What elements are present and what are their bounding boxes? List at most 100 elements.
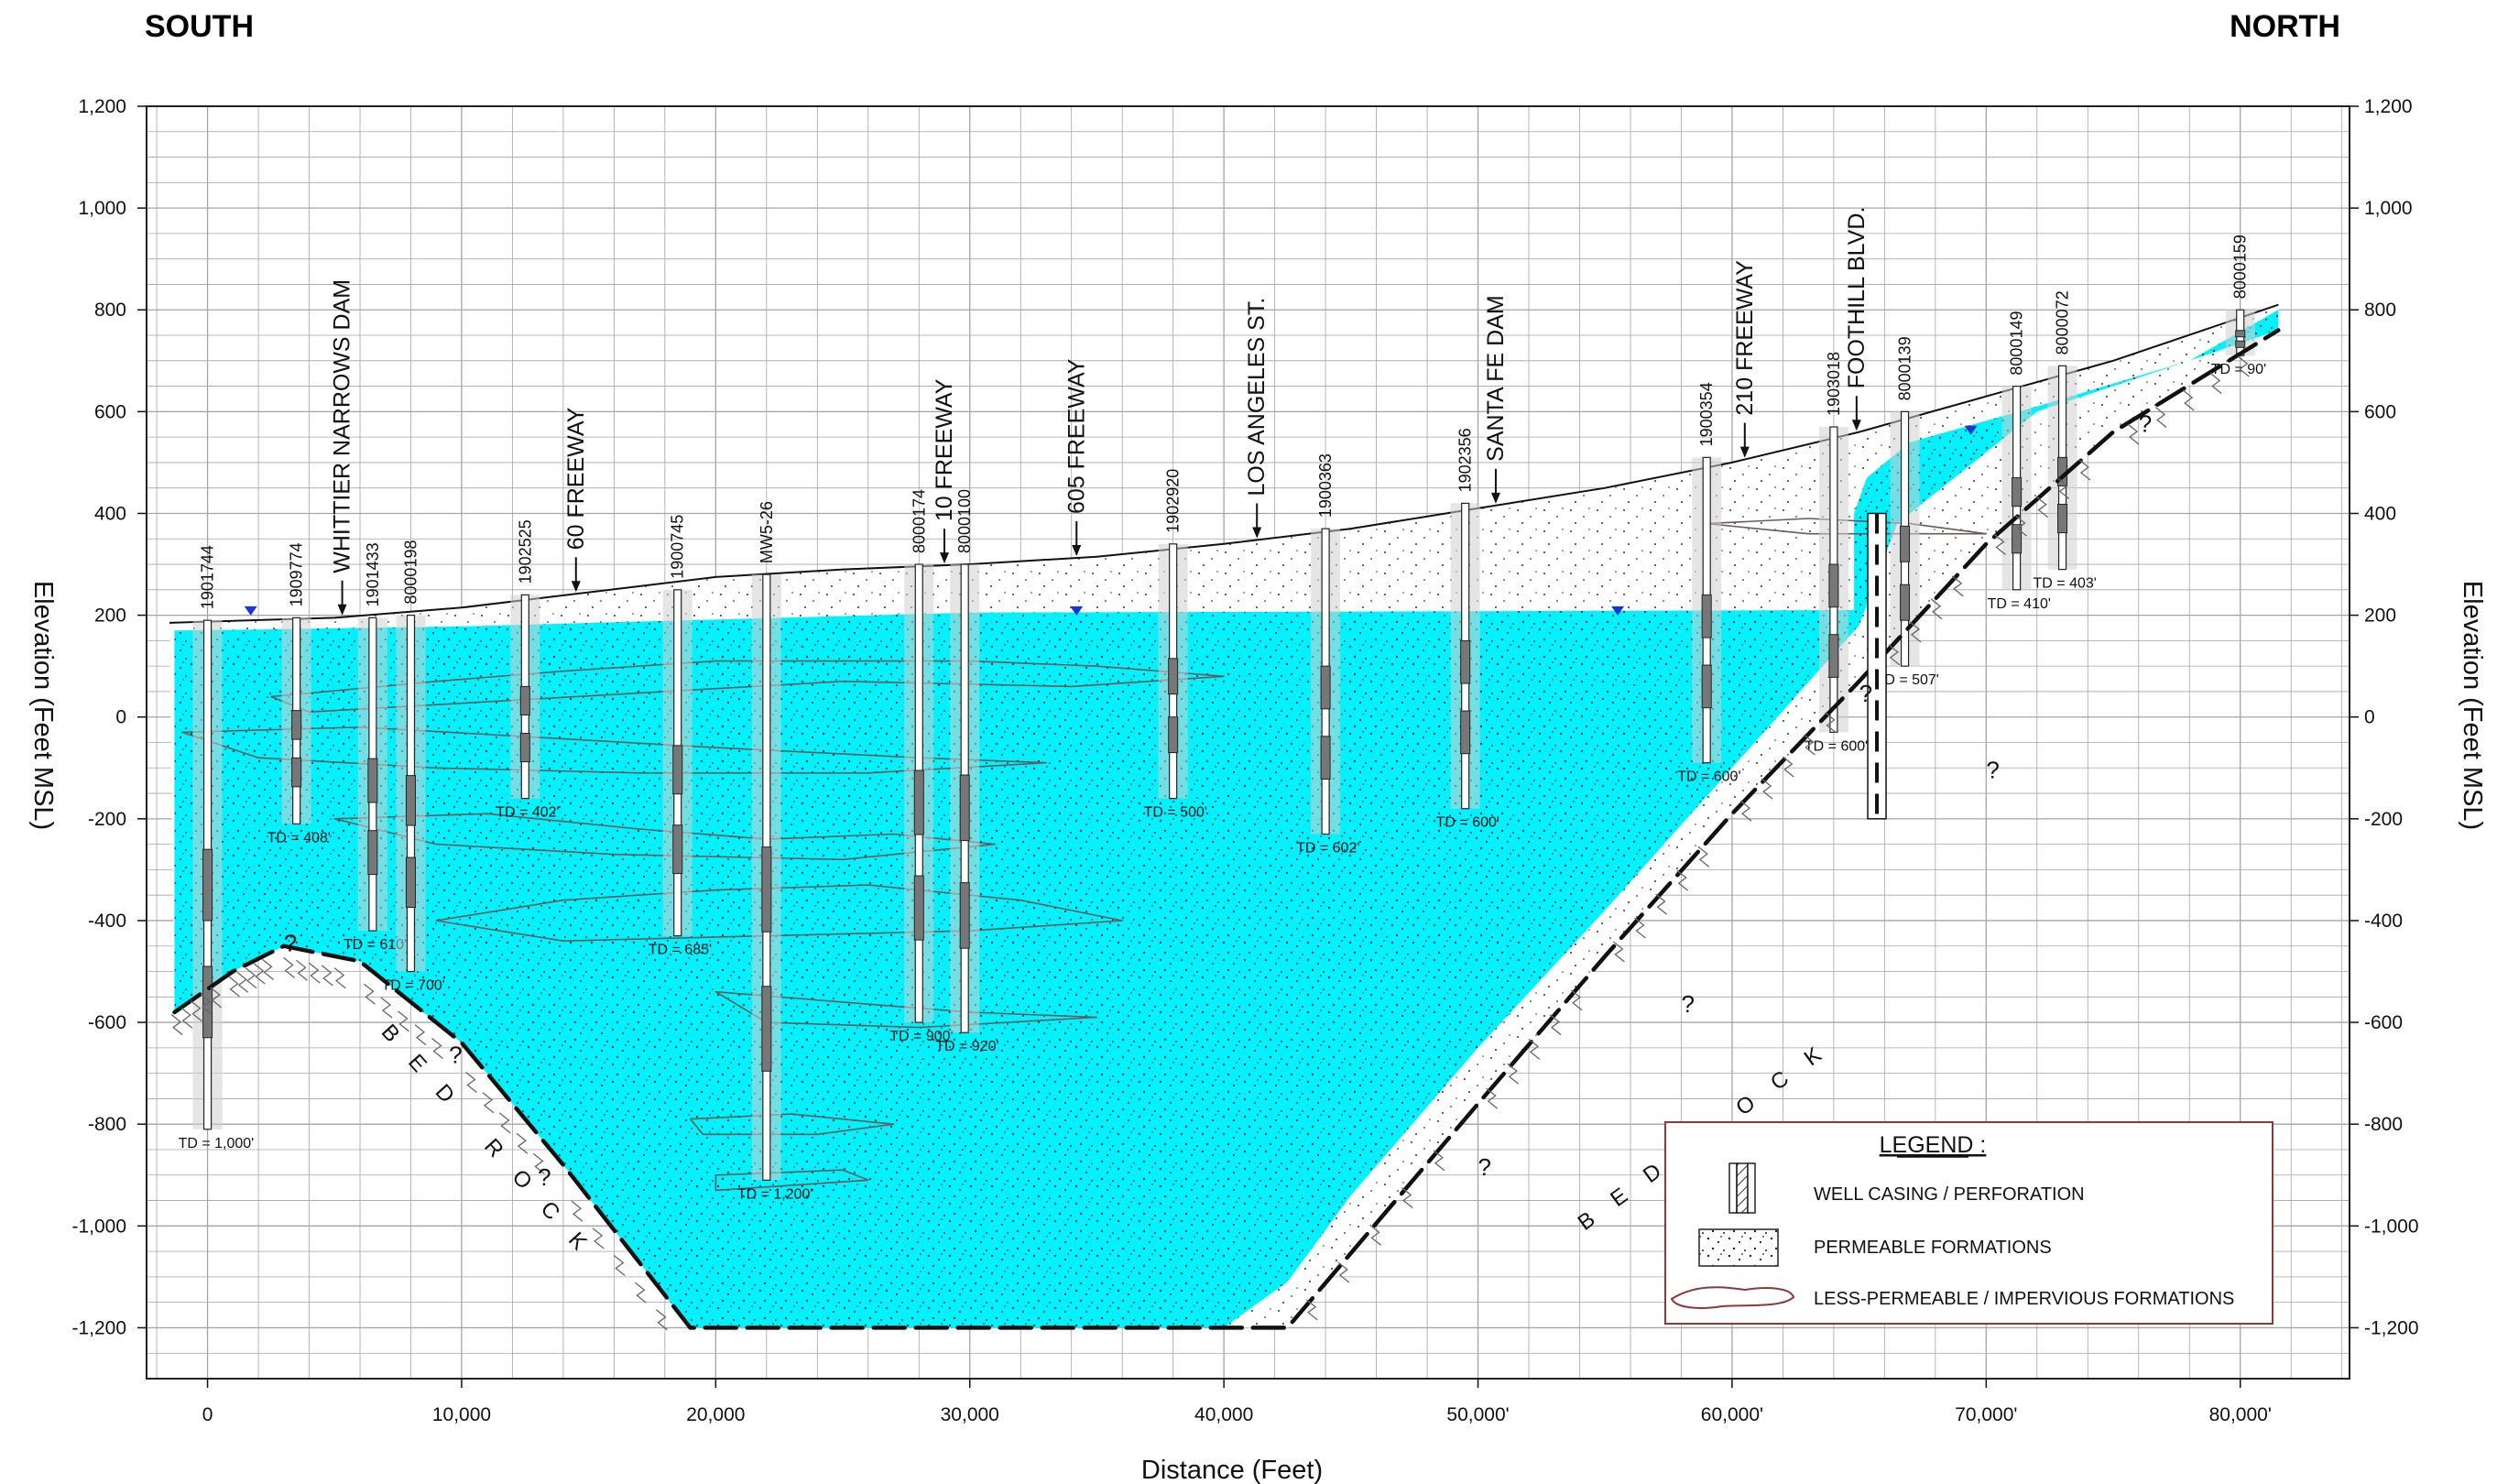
bedrock-hatch bbox=[592, 1228, 605, 1249]
bedrock-hatch bbox=[1697, 846, 1710, 867]
bedrock-hatch bbox=[533, 1152, 545, 1174]
bedrock-hatch bbox=[191, 1000, 202, 1022]
bedrock-hatch bbox=[2036, 496, 2049, 518]
x-tick-label: 20,000 bbox=[686, 1404, 745, 1425]
y-axis-title-right: Elevation (Feet MSL) bbox=[2458, 581, 2487, 830]
landmark-arrowhead bbox=[940, 552, 950, 564]
bedrock-hatch bbox=[1782, 756, 1794, 778]
formation-fills bbox=[169, 303, 2279, 1328]
x-tick-label: 0 bbox=[202, 1404, 213, 1425]
well-td-label: TD = 600' bbox=[1436, 815, 1499, 831]
bedrock-hatch bbox=[321, 965, 333, 987]
bedrock-hatch bbox=[283, 957, 296, 979]
well-id-label: 1901744 bbox=[199, 545, 217, 609]
y-tick-label: 800 bbox=[2364, 300, 2396, 321]
bedrock-hatch bbox=[1655, 893, 1667, 915]
well-perforation bbox=[913, 769, 924, 835]
legend: LEGEND : WELL CASING / PERFORATION PERME… bbox=[1664, 1121, 2273, 1325]
bedrock-hatch bbox=[1676, 869, 1689, 891]
y-tick-label: -800 bbox=[2364, 1114, 2403, 1135]
well-perforation bbox=[1168, 716, 1179, 754]
well-perforation bbox=[2012, 477, 2023, 507]
landmark-label: 605 FREEWAY bbox=[1063, 358, 1089, 514]
x-tick-label: 30,000 bbox=[941, 1404, 999, 1425]
legend-permeable-swatch bbox=[1698, 1228, 1779, 1267]
bedrock-hatch bbox=[236, 971, 249, 993]
bedrock-hatch bbox=[1486, 1087, 1499, 1109]
bedrock-hatch bbox=[656, 1309, 668, 1331]
well-id-label: MW5-26 bbox=[758, 501, 776, 563]
bedrock-hatch bbox=[1994, 533, 2006, 555]
legend-item-impervious: LESS-PERMEABLE / IMPERVIOUS FORMATIONS bbox=[1814, 1289, 2234, 1309]
y-tick-label: 0 bbox=[115, 707, 126, 728]
well-td-label: TD = 500' bbox=[1144, 805, 1207, 821]
well-perforation bbox=[1320, 736, 1331, 780]
y-tick-label: -400 bbox=[88, 911, 126, 932]
well-perforation bbox=[913, 875, 924, 941]
uncertain-marker: ? bbox=[1859, 680, 1872, 707]
well-td-label: TD = 507' bbox=[1876, 672, 1939, 688]
well-perforation bbox=[1460, 639, 1471, 684]
well-td-label: TD = 402' bbox=[496, 805, 559, 821]
bedrock-hatch bbox=[2209, 372, 2222, 395]
bedrock-hatch bbox=[431, 1037, 443, 1059]
well-perforation bbox=[1828, 563, 1839, 608]
well-td-label: TD = 900' bbox=[889, 1029, 953, 1044]
bedrock-hatch bbox=[398, 1010, 409, 1032]
uncertain-marker: ? bbox=[284, 929, 297, 956]
bedrock-hatch bbox=[380, 997, 393, 1019]
y-tick-label: -1,000 bbox=[2364, 1216, 2419, 1237]
landmark-arrowhead bbox=[1072, 545, 1082, 557]
landmark-label: FOOTHILL BLVD. bbox=[1844, 207, 1870, 389]
well-perforation bbox=[405, 775, 416, 826]
north-label: NORTH bbox=[2230, 9, 2340, 44]
well-perforation bbox=[1701, 594, 1712, 638]
well-td-label: TD = 600' bbox=[1805, 738, 1868, 754]
bedrock-hatch bbox=[465, 1072, 477, 1094]
landmark-arrowhead bbox=[337, 604, 347, 616]
bedrock-hatch bbox=[200, 993, 213, 1015]
bedrock-hatch bbox=[1507, 1063, 1520, 1085]
bedrock-hatch bbox=[1951, 575, 1964, 597]
bedrock-hatch bbox=[245, 967, 257, 989]
landmark-label: SANTA FE DAM bbox=[1483, 295, 1509, 462]
y-tick-label: 1,200 bbox=[78, 96, 126, 117]
landmark-label: 210 FREEWAY bbox=[1732, 260, 1758, 416]
bedrock-hatch bbox=[2154, 407, 2167, 429]
well-id-label: 1900745 bbox=[669, 515, 687, 579]
less-permeable-lens bbox=[435, 884, 1123, 942]
bedrock-hatch bbox=[1570, 989, 1583, 1011]
well-id-label: 8000139 bbox=[1896, 336, 1914, 400]
well-perforation bbox=[2057, 503, 2068, 534]
y-tick-label: -1,000 bbox=[71, 1216, 126, 1237]
x-tick-label: 70,000' bbox=[1955, 1404, 2017, 1425]
legend-item-permeable: PERMEABLE FORMATIONS bbox=[1814, 1238, 2052, 1258]
landmark-label: WHITTIER NARROWS DAM bbox=[330, 279, 355, 573]
bedrock-hatch bbox=[262, 958, 274, 980]
well-perforation bbox=[1320, 665, 1331, 710]
bedrock-hatch bbox=[1930, 598, 1943, 620]
well-id-label: 1900354 bbox=[1697, 382, 1716, 446]
well-perforation bbox=[2235, 340, 2246, 348]
bedrock-hatch bbox=[1528, 1038, 1541, 1060]
y-tick-label: 400 bbox=[2364, 503, 2396, 524]
y-tick-label: -600 bbox=[2364, 1012, 2403, 1033]
bedrock-hatch bbox=[634, 1282, 647, 1304]
well-id-label: 1900363 bbox=[1316, 453, 1335, 518]
bedrock-hatch bbox=[499, 1112, 511, 1134]
well-td-label: TD = 600' bbox=[1677, 769, 1740, 785]
well-perforation bbox=[1460, 710, 1471, 755]
bedrock-hatch bbox=[1761, 778, 1773, 800]
well-perforation bbox=[519, 732, 530, 763]
